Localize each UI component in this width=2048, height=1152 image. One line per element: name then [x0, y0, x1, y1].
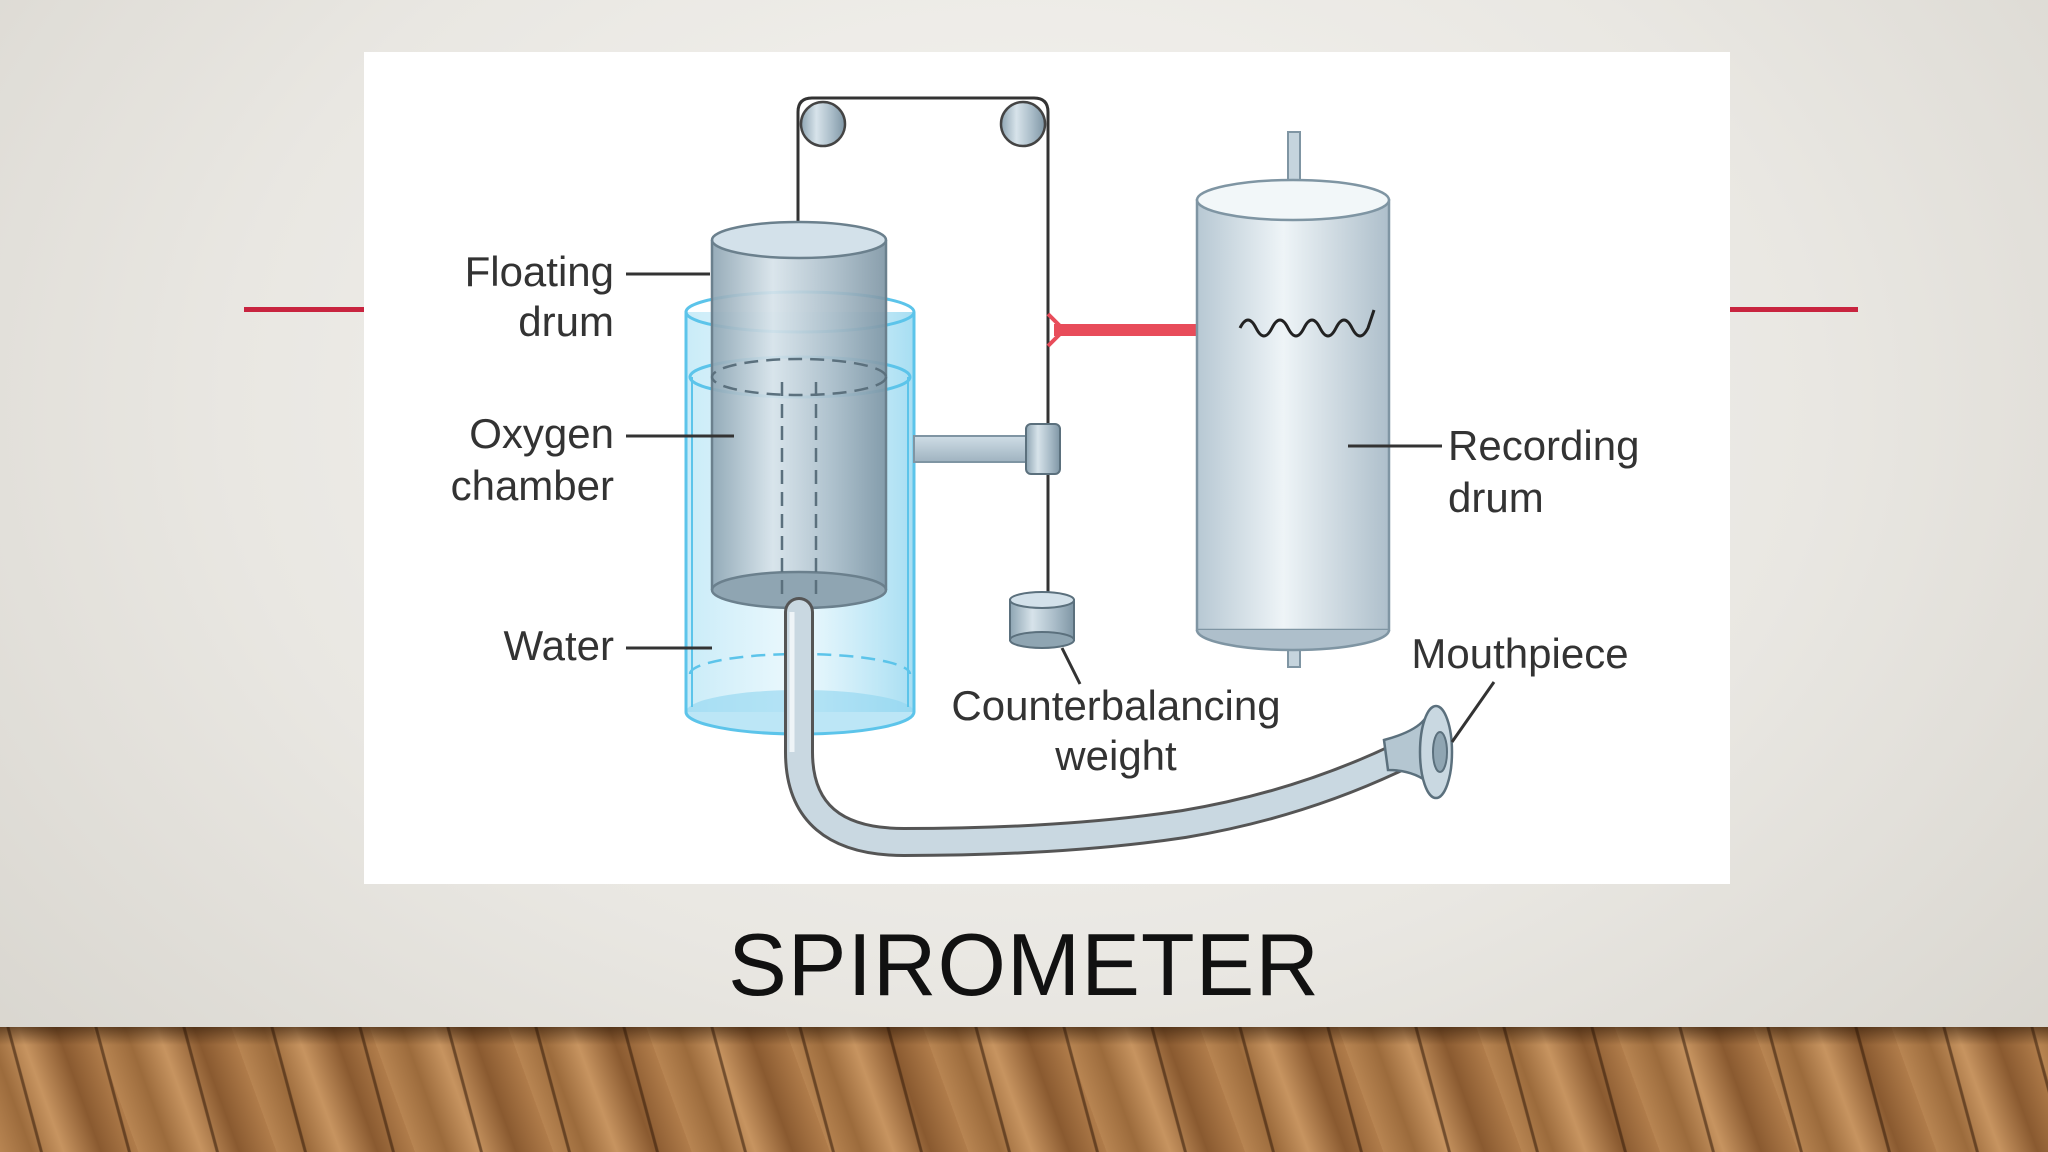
pulley-system [796, 96, 1050, 600]
connecting-arm [913, 423, 1061, 475]
breathing-tube [784, 597, 1424, 858]
label-counterbalancing: Counterbalancing [951, 682, 1280, 729]
label-recording-drum: drum [1448, 474, 1544, 521]
label-oxygen: Oxygen [469, 410, 614, 457]
label-floating-drum: drum [518, 298, 614, 345]
floating-drum [710, 220, 888, 610]
label-recording: Recording [1448, 422, 1639, 469]
label-counterbalancing-weight: weight [1054, 732, 1177, 779]
leader-lines [626, 272, 1496, 743]
slide-title: SPIROMETER [728, 915, 1320, 1014]
pulley-left-icon [799, 100, 847, 148]
wood-floor [0, 1027, 2048, 1152]
mouthpiece-icon [1382, 704, 1454, 800]
accent-line-right [1728, 307, 1858, 312]
recording-drum [1195, 131, 1391, 668]
accent-line-left [244, 307, 364, 312]
label-oxygen-chamber: chamber [451, 462, 614, 509]
floor-shadow [0, 1027, 2048, 1045]
spirometer-diagram: Floating drum Oxygen chamber Water Count… [451, 96, 1639, 858]
spirometer-figure: Floating drum Oxygen chamber Water Count… [364, 52, 1730, 884]
label-mouthpiece: Mouthpiece [1411, 630, 1628, 677]
label-water: Water [504, 622, 614, 669]
counterbalancing-weight [1009, 591, 1075, 649]
label-floating: Floating [465, 248, 614, 295]
pulley-right-icon [999, 100, 1047, 148]
